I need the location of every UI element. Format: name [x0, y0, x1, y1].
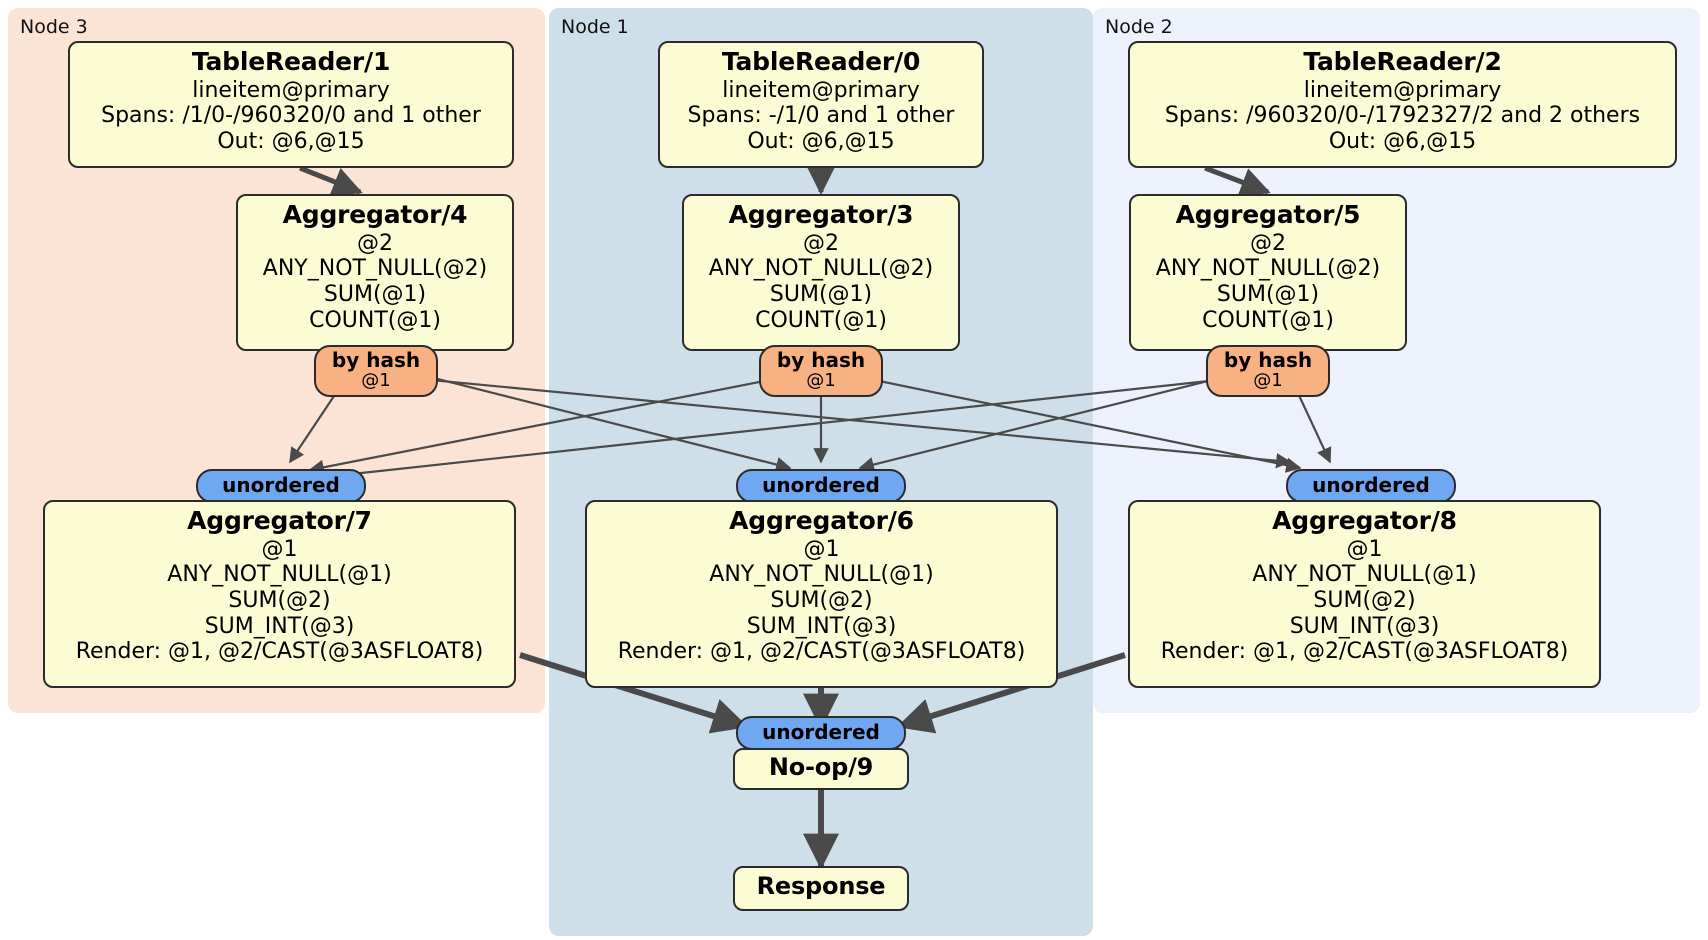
processor-line: Render: @1, @2/CAST(@3ASFLOAT8): [75, 639, 484, 665]
processor-line: @1: [261, 536, 298, 562]
processor-line: Render: @1, @2/CAST(@3ASFLOAT8): [1160, 639, 1569, 665]
processor-line: SUM(@1): [769, 281, 873, 307]
synchronizer-unordered-left[interactable]: unordered: [196, 469, 366, 503]
processor-title: Aggregator/7: [187, 506, 372, 535]
processor-line: Out: @6,@15: [1328, 128, 1477, 154]
processor-title: Response: [756, 872, 886, 900]
node-panel-label-node1: Node 1: [561, 16, 629, 38]
processor-title: TableReader/0: [721, 47, 921, 76]
router-by-hash-left[interactable]: by hash @1: [314, 345, 438, 397]
processor-line: lineitem@primary: [722, 77, 920, 103]
processor-line: @2: [803, 230, 839, 256]
router-sublabel: @1: [806, 370, 836, 392]
processor-noop9[interactable]: No-op/9: [733, 748, 909, 790]
router-by-hash-mid[interactable]: by hash @1: [759, 345, 883, 397]
processor-line: Spans: -/1/0 and 1 other: [687, 103, 955, 129]
processor-title: Aggregator/6: [729, 506, 914, 535]
processor-title: TableReader/2: [1303, 47, 1502, 76]
node-panel-label-node2: Node 2: [1105, 16, 1173, 38]
processor-line: ANY_NOT_NULL(@2): [708, 256, 934, 282]
processor-line: Spans: /960320/0-/1792327/2 and 2 others: [1164, 103, 1641, 129]
router-sublabel: @1: [361, 370, 391, 392]
processor-line: ANY_NOT_NULL(@1): [709, 562, 934, 588]
processor-aggregator7[interactable]: Aggregator/7 @1 ANY_NOT_NULL(@1) SUM(@2)…: [43, 500, 516, 688]
processor-aggregator4[interactable]: Aggregator/4 @2 ANY_NOT_NULL(@2) SUM(@1)…: [236, 194, 514, 351]
processor-title: Aggregator/5: [1175, 200, 1361, 229]
processor-line: @2: [357, 230, 393, 256]
processor-line: Out: @6,@15: [747, 128, 895, 154]
processor-line: @1: [803, 536, 840, 562]
processor-line: Out: @6,@15: [217, 128, 365, 154]
synchronizer-unordered-right[interactable]: unordered: [1286, 469, 1456, 503]
processor-line: SUM(@2): [770, 587, 873, 613]
synchronizer-label: unordered: [222, 473, 340, 497]
processor-title: Aggregator/4: [282, 200, 468, 229]
processor-line: SUM(@2): [228, 587, 331, 613]
processor-tablereader1[interactable]: TableReader/1 lineitem@primary Spans: /1…: [68, 41, 514, 168]
processor-line: COUNT(@1): [309, 307, 441, 333]
processor-line: Render: @1, @2/CAST(@3ASFLOAT8): [617, 639, 1026, 665]
processor-aggregator6[interactable]: Aggregator/6 @1 ANY_NOT_NULL(@1) SUM(@2)…: [585, 500, 1058, 688]
processor-aggregator8[interactable]: Aggregator/8 @1 ANY_NOT_NULL(@1) SUM(@2)…: [1128, 500, 1601, 688]
processor-line: SUM(@2): [1313, 587, 1416, 613]
processor-aggregator3[interactable]: Aggregator/3 @2 ANY_NOT_NULL(@2) SUM(@1)…: [682, 194, 960, 351]
processor-aggregator5[interactable]: Aggregator/5 @2 ANY_NOT_NULL(@2) SUM(@1)…: [1129, 194, 1407, 351]
synchronizer-unordered-final[interactable]: unordered: [736, 716, 906, 750]
processor-line: lineitem@primary: [1303, 77, 1502, 103]
synchronizer-unordered-mid[interactable]: unordered: [736, 469, 906, 503]
processor-line: SUM(@1): [323, 281, 427, 307]
processor-title: TableReader/1: [191, 47, 391, 76]
node-panel-label-node3: Node 3: [20, 16, 88, 38]
router-label: by hash: [776, 348, 866, 372]
processor-line: lineitem@primary: [192, 77, 390, 103]
processor-line: SUM_INT(@3): [204, 613, 355, 639]
processor-line: Spans: /1/0-/960320/0 and 1 other: [101, 103, 481, 129]
router-label: by hash: [1223, 348, 1313, 372]
processor-line: SUM(@1): [1216, 281, 1320, 307]
processor-line: ANY_NOT_NULL(@2): [262, 256, 488, 282]
processor-line: ANY_NOT_NULL(@1): [1252, 562, 1477, 588]
processor-tablereader2[interactable]: TableReader/2 lineitem@primary Spans: /9…: [1128, 41, 1677, 168]
processor-line: ANY_NOT_NULL(@1): [167, 562, 392, 588]
processor-line: COUNT(@1): [1202, 307, 1334, 333]
processor-line: ANY_NOT_NULL(@2): [1155, 256, 1381, 282]
processor-line: @1: [1346, 536, 1383, 562]
processor-tablereader0[interactable]: TableReader/0 lineitem@primary Spans: -/…: [658, 41, 984, 168]
processor-title: No-op/9: [768, 753, 874, 781]
processor-line: COUNT(@1): [755, 307, 887, 333]
router-label: by hash: [331, 348, 421, 372]
processor-line: SUM_INT(@3): [1289, 613, 1440, 639]
synchronizer-label: unordered: [1312, 473, 1430, 497]
processor-title: Aggregator/8: [1272, 506, 1457, 535]
processor-line: SUM_INT(@3): [746, 613, 897, 639]
synchronizer-label: unordered: [762, 473, 880, 497]
processor-response[interactable]: Response: [733, 866, 909, 911]
router-by-hash-right[interactable]: by hash @1: [1206, 345, 1330, 397]
router-sublabel: @1: [1253, 370, 1283, 392]
processor-title: Aggregator/3: [728, 200, 914, 229]
synchronizer-label: unordered: [762, 720, 880, 744]
processor-line: @2: [1250, 230, 1286, 256]
